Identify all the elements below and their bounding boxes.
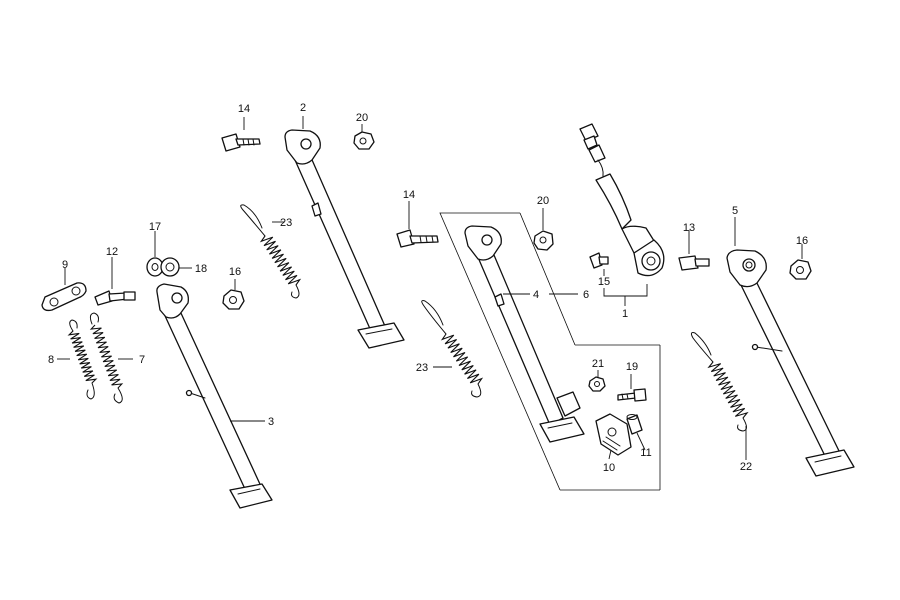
spring-22 [707, 361, 749, 419]
bolt-19 [617, 388, 647, 402]
callout-12: 12 [106, 246, 118, 258]
nut-16-left [222, 289, 245, 310]
side-stand-5 [726, 249, 855, 477]
callout-16a: 16 [229, 266, 241, 278]
callout-15: 15 [598, 276, 610, 288]
nut-16-right [789, 259, 812, 280]
spring-8 [67, 330, 98, 384]
spring-23-upper [259, 235, 302, 286]
callout-9: 9 [62, 259, 68, 271]
spring-23-lower [440, 333, 484, 385]
stand-switch-1 [579, 123, 665, 277]
callout-14b: 14 [403, 189, 415, 201]
callout-17: 17 [149, 221, 161, 233]
callout-3: 3 [268, 416, 274, 428]
callout-14a: 14 [238, 103, 250, 115]
nut-20-center [533, 230, 554, 251]
nut-21 [588, 376, 606, 392]
leader-lines [57, 116, 803, 460]
callout-labels: 14 2 20 23 14 20 4 6 15 1 13 5 16 17 18 … [48, 102, 808, 474]
callout-23b: 23 [416, 362, 428, 374]
nut-20-upper [353, 131, 375, 150]
bolt-15 [589, 252, 609, 269]
spring-7 [89, 324, 124, 389]
callout-23a: 23 [280, 217, 292, 229]
callout-8: 8 [48, 354, 54, 366]
callout-2: 2 [300, 102, 306, 114]
kit-outline-6 [439, 212, 661, 491]
side-stand-3 [156, 283, 273, 509]
callout-19: 19 [626, 361, 638, 373]
callout-4: 4 [533, 289, 539, 301]
washer-18 [160, 257, 180, 277]
bolt-14-center [396, 229, 439, 248]
callout-20b: 20 [537, 195, 549, 207]
callout-5: 5 [732, 205, 738, 217]
side-stand-2 [284, 129, 405, 349]
bolt-14-upper [221, 133, 261, 152]
bolt-12 [94, 290, 136, 306]
callout-6: 6 [583, 289, 589, 301]
callout-16b: 16 [796, 235, 808, 247]
callout-22: 22 [740, 461, 752, 473]
callout-20a: 20 [356, 112, 368, 124]
callout-1: 1 [622, 308, 628, 320]
springs [67, 204, 749, 432]
side-stand-4 [464, 225, 585, 443]
bracket-10 [595, 413, 632, 456]
callout-10: 10 [603, 462, 615, 474]
plate-9 [41, 282, 87, 312]
callout-7: 7 [139, 354, 145, 366]
callout-21: 21 [592, 358, 604, 370]
bolt-13 [678, 255, 710, 271]
callout-11: 11 [640, 447, 651, 459]
callout-13: 13 [683, 222, 695, 234]
callout-18: 18 [195, 263, 207, 275]
collar-11 [626, 414, 643, 435]
